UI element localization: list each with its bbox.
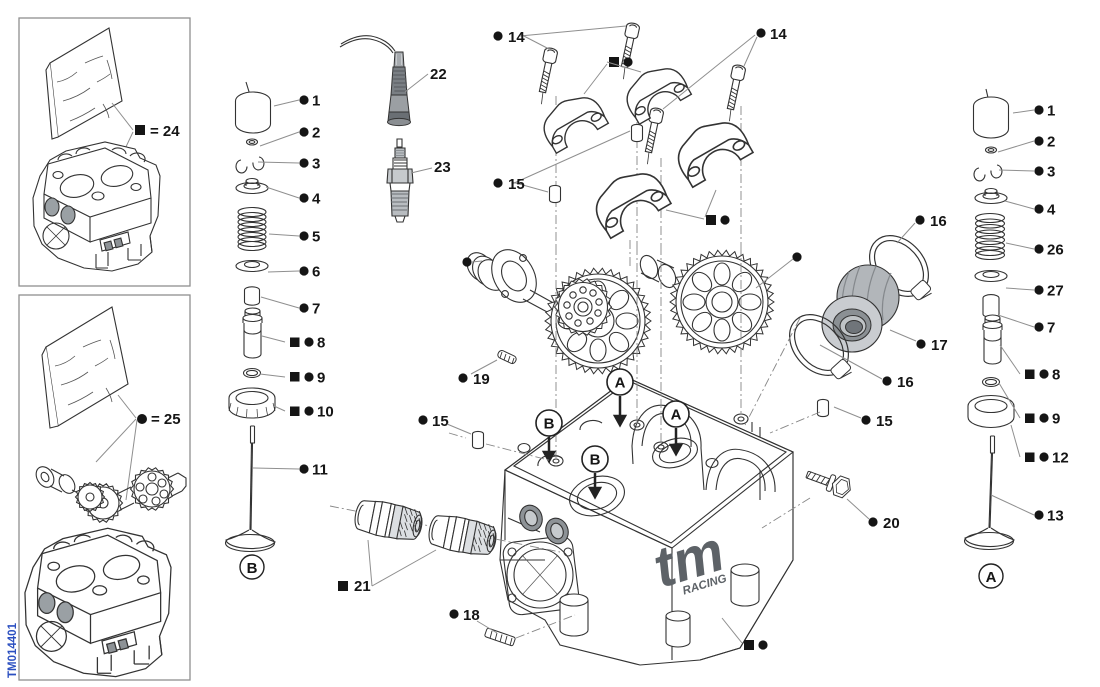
svg-text:4: 4 — [1047, 202, 1056, 219]
svg-text:27: 27 — [1047, 283, 1064, 300]
svg-text:17: 17 — [931, 337, 948, 354]
svg-text:14: 14 — [508, 29, 525, 46]
svg-text:2: 2 — [312, 125, 320, 142]
svg-text:6: 6 — [312, 264, 320, 281]
svg-text:16: 16 — [897, 374, 914, 391]
svg-text:3: 3 — [312, 156, 320, 173]
svg-text:26: 26 — [1047, 242, 1064, 259]
svg-text:9: 9 — [1052, 411, 1060, 428]
svg-text:15: 15 — [432, 413, 449, 430]
svg-text:3: 3 — [1047, 164, 1055, 181]
svg-text:8: 8 — [317, 335, 325, 352]
svg-text:4: 4 — [312, 191, 321, 208]
svg-text:18: 18 — [463, 607, 480, 624]
svg-text:15: 15 — [876, 413, 893, 430]
svg-text:TM014401: TM014401 — [7, 622, 19, 678]
svg-text:13: 13 — [1047, 508, 1064, 525]
svg-text:1: 1 — [312, 93, 320, 110]
svg-text:7: 7 — [312, 301, 320, 318]
svg-text:14: 14 — [770, 26, 787, 43]
svg-text:1: 1 — [1047, 103, 1055, 120]
svg-text:A: A — [986, 569, 997, 586]
svg-text:9: 9 — [317, 370, 325, 387]
svg-text:23: 23 — [434, 159, 451, 176]
svg-text:21: 21 — [354, 578, 371, 595]
svg-text:5: 5 — [312, 229, 320, 246]
svg-text:2: 2 — [1047, 134, 1055, 151]
svg-text:12: 12 — [1052, 450, 1069, 467]
svg-text:8: 8 — [1052, 367, 1060, 384]
svg-text:= 24: = 24 — [150, 123, 180, 140]
svg-text:= 25: = 25 — [151, 411, 181, 428]
svg-text:11: 11 — [312, 462, 328, 479]
svg-text:7: 7 — [1047, 320, 1055, 337]
svg-text:16: 16 — [930, 213, 947, 230]
svg-text:B: B — [247, 560, 258, 577]
svg-text:20: 20 — [883, 515, 900, 532]
svg-text:15: 15 — [508, 176, 525, 193]
svg-text:10: 10 — [317, 404, 334, 421]
svg-text:19: 19 — [473, 371, 490, 388]
svg-text:22: 22 — [430, 66, 447, 83]
